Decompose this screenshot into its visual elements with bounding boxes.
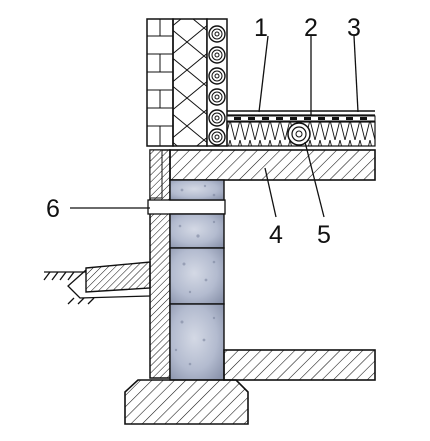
callout-label-1: 1: [254, 14, 268, 42]
log-tube-icon: [208, 128, 226, 146]
floor-finish-layers: [226, 110, 376, 122]
floor-bead: [318, 117, 325, 120]
log-tube-icon: [208, 25, 226, 43]
basement-floor-slab: [223, 349, 376, 381]
floor-bead: [290, 117, 297, 120]
leader-lines: [70, 35, 359, 218]
basement-outer-wall: [149, 149, 171, 379]
floor-bead: [332, 117, 339, 120]
callout-label-4: 4: [269, 221, 283, 249]
concrete-slab: [169, 149, 376, 181]
damp-proof-course: [147, 199, 226, 215]
log-tube-stack: [206, 18, 228, 147]
log-tube-icon: [208, 109, 226, 127]
stone-blocks: [169, 179, 225, 381]
log-tube-icon: [208, 88, 226, 106]
log-tube-icon: [208, 46, 226, 64]
floor-bead: [248, 117, 255, 120]
floor-bead: [276, 117, 283, 120]
callout-label-6: 6: [46, 195, 60, 223]
callout-label-5: 5: [317, 221, 331, 249]
floor-bead: [346, 117, 353, 120]
footing: [124, 379, 249, 425]
floor-bead: [234, 117, 241, 120]
blind-area: [85, 261, 151, 293]
floor-log-tube-icon: [287, 122, 311, 146]
callout-label-3: 3: [347, 14, 361, 42]
brick-wall: [146, 18, 174, 147]
wall-insulation: [172, 18, 208, 147]
callout-label-2: 2: [304, 14, 318, 42]
floor-bead: [360, 117, 367, 120]
floor-bead: [304, 117, 311, 120]
log-tube-icon: [208, 67, 226, 85]
ground-symbol: [43, 269, 151, 305]
floor-bead: [262, 117, 269, 120]
